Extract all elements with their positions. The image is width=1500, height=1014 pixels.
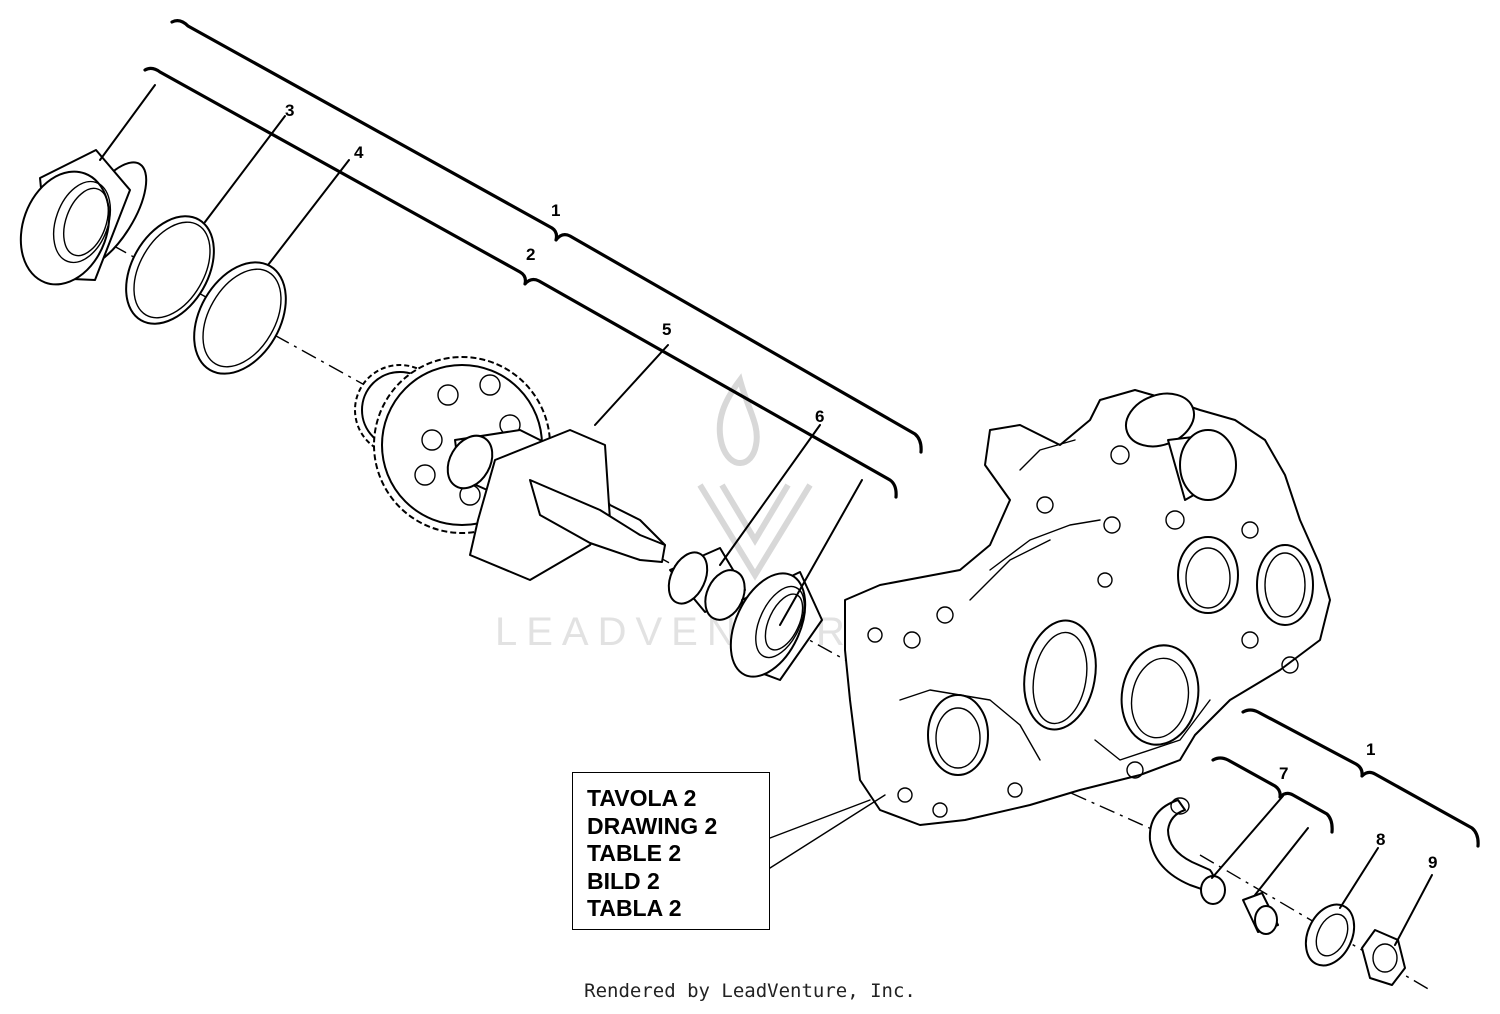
washer-part-8 [1304, 847, 1379, 967]
callout-1-top: 1 [551, 201, 560, 220]
bracket-assembly-1 [170, 19, 923, 454]
reference-line-drawing: DRAWING 2 [587, 812, 718, 839]
nut-part-9 [1361, 874, 1433, 986]
callout-8: 8 [1376, 830, 1385, 849]
callout-3: 3 [285, 101, 294, 120]
snap-ring-part-4 [193, 159, 350, 375]
reference-line-bild: BILD 2 [587, 867, 660, 894]
bracket-assembly-1-right [1241, 708, 1480, 848]
reference-box: TAVOLA 2 DRAWING 2 TABLE 2 BILD 2 TABLA … [572, 772, 770, 930]
callout-9: 9 [1428, 853, 1437, 872]
bearing-left [19, 84, 156, 286]
circlip-part-7 [1148, 795, 1284, 905]
footer-credit: Rendered by LeadVenture, Inc. [584, 980, 916, 1002]
bracket-assembly-2 [143, 66, 898, 499]
reference-leader-lower [769, 794, 886, 869]
reference-line-tabla: TABLA 2 [587, 895, 682, 921]
callout-1-right: 1 [1366, 740, 1375, 759]
callout-6: 6 [815, 407, 824, 426]
reference-line-tavola: TAVOLA 2 [587, 785, 697, 811]
callout-7: 7 [1279, 764, 1288, 783]
watermark-text: LEADVENTURE [495, 610, 890, 654]
callout-2: 2 [526, 245, 535, 264]
reference-line-table: TABLE 2 [587, 840, 682, 866]
reference-leader-upper [769, 799, 871, 839]
ring-part-3 [125, 115, 286, 325]
balance-shaft-part-5 [354, 344, 669, 581]
bearing-right [729, 479, 863, 681]
crankcase-housing [844, 389, 1331, 826]
bracket-part-7 [1211, 756, 1334, 834]
callout-5: 5 [662, 320, 671, 339]
pin-part [1242, 827, 1309, 935]
callout-4: 4 [354, 143, 364, 162]
